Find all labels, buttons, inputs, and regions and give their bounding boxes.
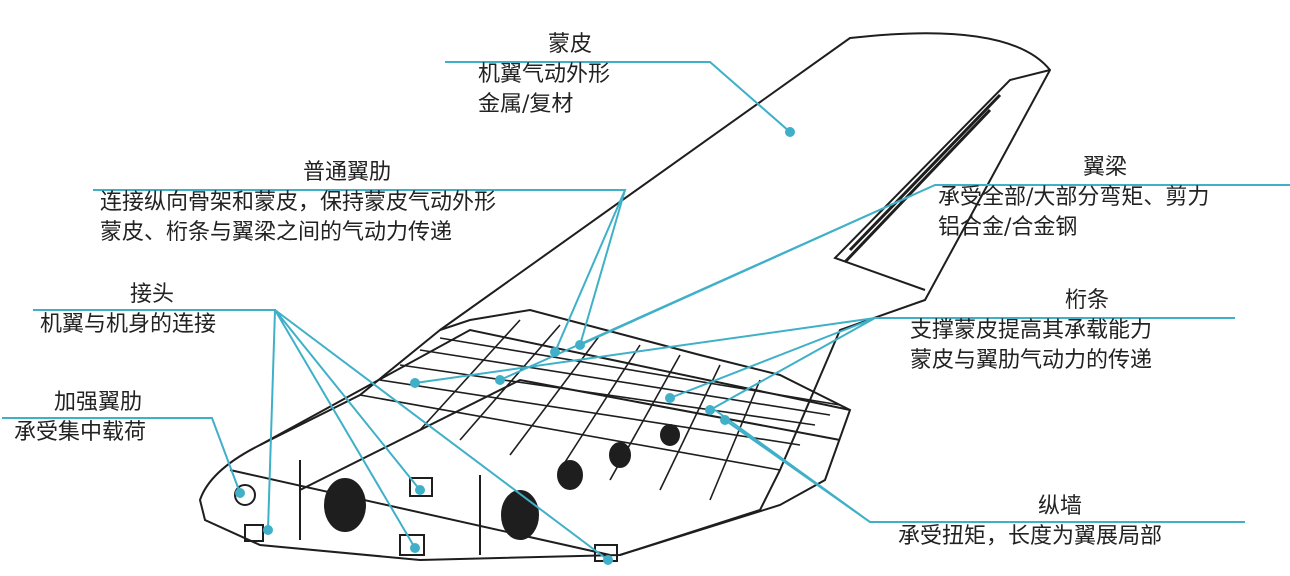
leader-dots	[235, 127, 795, 565]
label-wall: 纵墙 承受扭矩，长度为翼展局部	[898, 492, 1162, 552]
dot-rib-2	[575, 340, 585, 350]
label-stringer-line-2: 蒙皮与翼肋气动力的传递	[910, 348, 1153, 373]
leader-skin	[445, 61, 791, 133]
wing-trailing-edge	[833, 69, 1051, 291]
leader-strong-rib	[2, 417, 241, 494]
label-joint-title: 接头	[130, 282, 175, 307]
leader-stringer	[414, 317, 1235, 411]
label-strong-rib-title: 加强翼肋	[54, 390, 143, 415]
dot-strong-rib	[235, 488, 245, 498]
wing-aileron	[843, 93, 1002, 264]
leader-wall	[714, 409, 1245, 523]
label-spar: 翼梁 承受全部/大部分弯矩、剪力 铝合金/合金钢	[938, 153, 1209, 243]
dot-joint-1	[263, 525, 273, 535]
rib-stringer-grid	[359, 319, 841, 501]
dot-joint-4	[603, 555, 613, 565]
label-spar-title: 翼梁	[1083, 155, 1128, 180]
rear-spar	[299, 378, 841, 491]
label-spar-line-1: 承受全部/大部分弯矩、剪力	[938, 185, 1210, 210]
label-joint: 接头 机翼与机身的连接	[40, 280, 216, 340]
label-skin-line-1: 机翼气动外形	[478, 62, 611, 87]
label-strong-rib: 加强翼肋 承受集中载荷	[14, 388, 146, 448]
wing-drawing	[198, 32, 1052, 562]
dot-skin	[785, 127, 795, 137]
wing-upper-skin	[439, 32, 1052, 556]
dot-joint-2	[410, 543, 420, 553]
root-rib	[229, 460, 611, 556]
front-spar	[259, 328, 851, 446]
dot-stringer-1	[410, 378, 420, 388]
label-stringer-title: 桁条	[1065, 288, 1110, 313]
dot-stringer-2	[665, 393, 675, 403]
label-strong-rib-line-1: 承受集中载荷	[14, 420, 147, 445]
rib-lightening-holes	[324, 424, 680, 540]
leader-spar	[499, 184, 1290, 381]
dot-wall	[720, 415, 730, 425]
dot-stringer-3	[705, 405, 715, 415]
label-wall-line-1: 承受扭矩，长度为翼展局部	[898, 524, 1163, 549]
label-skin-title: 蒙皮	[548, 32, 593, 57]
label-stringer: 桁条 支撑蒙皮提高其承载能力 蒙皮与翼肋气动力的传递	[910, 286, 1152, 376]
dot-spar	[495, 375, 505, 385]
label-skin-line-2: 金属/复材	[478, 92, 574, 117]
label-rib: 普通翼肋 连接纵向骨架和蒙皮，保持蒙皮气动外形 蒙皮、桁条与翼梁之间的气动力传递	[100, 158, 496, 248]
dot-rib-1	[550, 347, 560, 357]
label-wall-title: 纵墙	[1038, 494, 1083, 519]
label-rib-line-2: 蒙皮、桁条与翼梁之间的气动力传递	[100, 220, 453, 245]
leader-lines	[2, 61, 1290, 561]
label-spar-line-2: 铝合金/合金钢	[938, 215, 1078, 240]
label-skin: 蒙皮 机翼气动外形 金属/复材	[478, 30, 610, 120]
leader-rib	[93, 189, 627, 353]
joint-fittings	[234, 477, 618, 562]
label-rib-title: 普通翼肋	[303, 160, 392, 185]
label-rib-line-1: 连接纵向骨架和蒙皮，保持蒙皮气动外形	[100, 190, 497, 215]
label-stringer-line-1: 支撑蒙皮提高其承载能力	[910, 318, 1153, 343]
dot-joint-3	[415, 485, 425, 495]
leader-joint	[33, 309, 609, 561]
label-joint-line-1: 机翼与机身的连接	[40, 312, 217, 337]
